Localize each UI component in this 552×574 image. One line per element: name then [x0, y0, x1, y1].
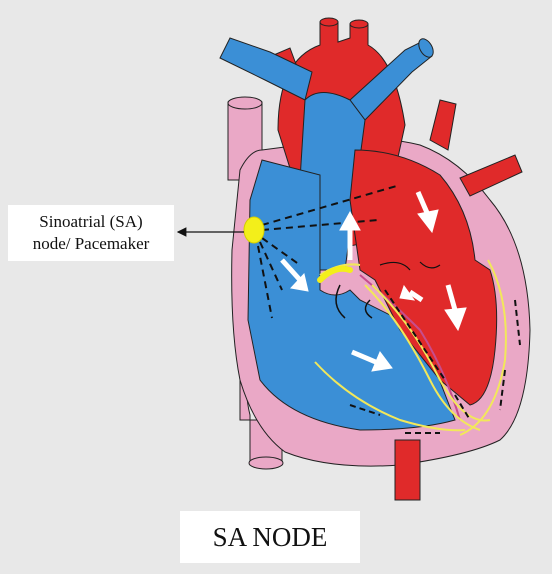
flow-arrow — [399, 284, 424, 303]
valves — [335, 261, 441, 319]
label-line-1: Sinoatrial (SA) — [39, 212, 143, 231]
descending-aorta — [394, 439, 421, 501]
flow-arrow — [444, 284, 467, 332]
conduction-pathway — [314, 259, 507, 436]
sa-node-tract — [317, 265, 353, 283]
left-heart-chambers — [349, 149, 498, 406]
sa-node — [243, 216, 265, 244]
bundle-dashes — [349, 289, 521, 434]
flow-arrows — [280, 191, 467, 372]
flow-arrow — [351, 349, 393, 372]
sa-node-label: Sinoatrial (SA) node/ Pacemaker — [8, 205, 174, 261]
flow-arrow — [339, 210, 361, 260]
label-line-2: node/ Pacemaker — [32, 234, 150, 253]
pulmonary-veins — [429, 99, 523, 197]
diagram-caption: SA NODE — [180, 511, 360, 563]
flow-arrow — [280, 258, 309, 292]
sa-node-impulse-lines — [257, 184, 401, 319]
flow-arrow — [415, 191, 439, 234]
